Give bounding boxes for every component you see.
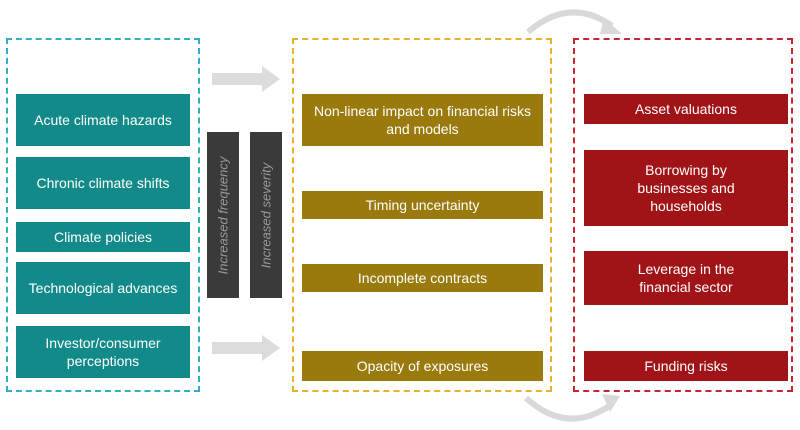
- curved-arrow-bottom-head: [602, 394, 620, 412]
- impact-box-timing: Timing uncertainty: [302, 191, 543, 219]
- straight-arrow-bottom-head: [262, 335, 280, 361]
- drivers-panel: [6, 38, 200, 392]
- impacts-panel: [292, 38, 552, 392]
- straight-arrow-top-head: [262, 66, 280, 92]
- amplifier-bar-frequency: Increased frequency: [207, 132, 239, 298]
- driver-box-acute-hazards: Acute climate hazards: [16, 94, 190, 146]
- outcome-box-leverage: Leverage in the financial sector: [584, 251, 788, 305]
- curved-arrow-top: [526, 9, 614, 35]
- driver-box-perceptions: Investor/consumer perceptions: [16, 326, 190, 378]
- driver-box-climate-policies: Climate policies: [16, 222, 190, 252]
- straight-arrow-top-shaft: [212, 73, 262, 85]
- driver-box-tech-advances: Technological advances: [16, 262, 190, 314]
- amplifier-label-severity: Increased severity: [258, 162, 274, 268]
- impact-box-non-linear: Non-linear impact on financial risks and…: [302, 94, 543, 146]
- outcomes-panel: [573, 38, 793, 392]
- amplifier-label-frequency: Increased frequency: [215, 156, 231, 274]
- curved-arrow-bottom: [523, 395, 614, 422]
- curved-arrow-top-head: [600, 18, 622, 34]
- impact-box-opacity: Opacity of exposures: [302, 351, 543, 381]
- outcome-box-asset-valuations: Asset valuations: [584, 94, 788, 124]
- straight-arrow-bottom-shaft: [212, 342, 262, 354]
- outcome-box-funding-risks: Funding risks: [584, 351, 788, 381]
- outcome-box-borrowing: Borrowing by businesses and households: [584, 150, 788, 226]
- impact-box-contracts: Incomplete contracts: [302, 264, 543, 292]
- driver-box-chronic-shifts: Chronic climate shifts: [16, 157, 190, 209]
- amplifier-bar-severity: Increased severity: [250, 132, 282, 298]
